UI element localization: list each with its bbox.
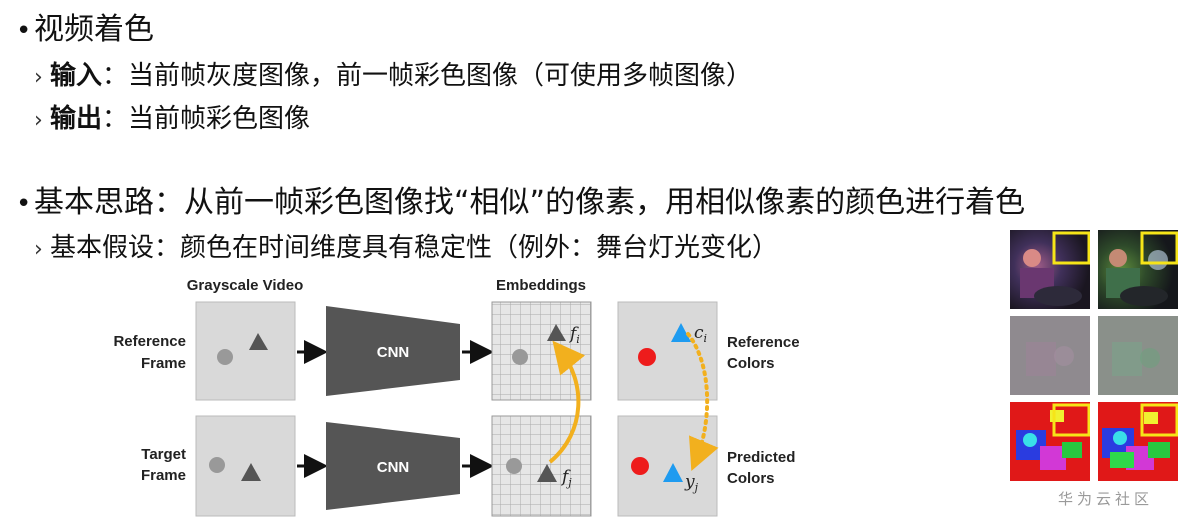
red-dot [638,348,656,366]
reference-frame-label-1: Reference [113,333,186,350]
bullet-dot: • [16,189,32,219]
segmentation-map-thumbnail [1010,402,1090,481]
gray-triangle [537,464,557,482]
reference-frame-label-2: Frame [141,355,186,372]
output-key: 输出 [50,104,103,134]
bullet-video-colorization: •视频着色 [16,12,154,49]
gray-triangle [547,324,566,341]
reference-frame-box [195,301,296,401]
video-frame-thumbnail [1098,230,1178,309]
gray-circle [512,349,528,365]
bullet-basic-idea: •基本思路：从前一帧彩色图像找“相似”的像素，用相似像素的颜色进行着色 [16,185,1025,222]
predicted-colors-box: yj [617,415,718,517]
target-frame-label-1: Target [141,446,186,463]
chevron-right-icon: › [34,237,43,262]
segmentation-map-thumbnail [1098,402,1178,481]
target-frame-label-2: Frame [141,467,186,484]
watermark: 华为云社区 [1058,490,1154,508]
cnn-block-bottom: CNN [326,422,460,510]
color-propagation-arrow [686,332,719,472]
predicted-colors-label-2: Colors [727,470,775,487]
embedding-grid-bottom: fj [491,415,592,517]
reference-colors-label-2: Colors [727,355,775,372]
blue-triangle [671,323,691,342]
difference-map-thumbnail [1010,316,1090,395]
grayscale-video-header: Grayscale Video [187,277,303,294]
chevron-right-icon: › [34,108,43,133]
embeddings-header: Embeddings [496,277,586,294]
sub-bullet-input: › 输入：当前帧灰度图像，前一帧彩色图像（可使用多帧图像） [34,60,752,94]
target-frame-box [195,415,296,517]
sub-bullet-assumption: › 基本假设：颜色在时间维度具有稳定性（例外：舞台灯光变化） [34,232,778,266]
predicted-colors-label-1: Predicted [727,449,795,466]
f-i-symbol: fi [568,324,580,346]
chevron-right-icon: › [34,65,43,90]
y-j-symbol: yj [684,472,699,494]
similarity-arrow [548,340,586,464]
colorization-diagram: Grayscale Video Embeddings Reference Fra… [113,277,800,517]
f-j-symbol: fj [560,467,572,489]
reference-colors-box: ci [617,301,718,401]
bullet-text: 基本思路：从前一帧彩色图像找“相似”的像素，用相似像素的颜色进行着色 [34,185,1026,220]
assumption-text: 基本假设：颜色在时间维度具有稳定性（例外：舞台灯光变化） [50,233,779,263]
gray-circle [506,458,522,474]
gray-circle [209,457,225,473]
bullet-dot: • [16,16,32,46]
difference-map-thumbnail [1098,316,1178,395]
input-key: 输入 [50,61,103,91]
gray-circle [217,349,233,365]
output-text: ：当前帧彩色图像 [102,104,311,134]
video-frame-thumbnail [1010,230,1090,309]
reference-colors-label-1: Reference [727,334,800,351]
cnn-label: CNN [377,459,410,476]
gray-triangle [249,333,268,350]
red-dot [631,457,649,475]
blue-triangle [663,463,683,482]
cnn-label: CNN [377,344,410,361]
cnn-block-top: CNN [326,306,460,396]
gray-triangle [241,463,261,481]
c-i-symbol: ci [694,323,707,345]
sub-bullet-output: › 输出：当前帧彩色图像 [34,103,310,137]
input-text: ：当前帧灰度图像，前一帧彩色图像（可使用多帧图像） [102,61,753,91]
bullet-text: 视频着色 [34,12,154,47]
example-thumbnail-grid [1010,230,1180,486]
